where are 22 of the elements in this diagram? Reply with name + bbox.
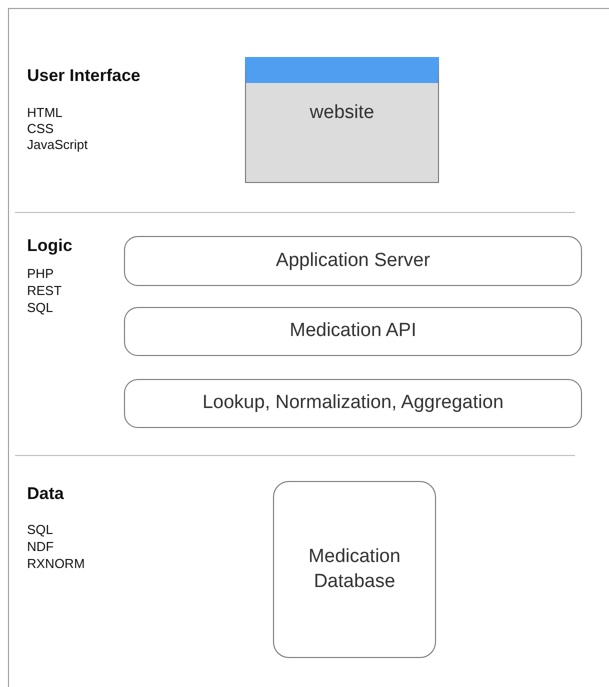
component-box <box>124 379 582 428</box>
layer-heading: Logic <box>27 236 72 256</box>
technology-label: SQL <box>27 522 54 537</box>
website-window <box>245 57 439 183</box>
layer-heading: User Interface <box>27 66 140 86</box>
node-label: Medication Database <box>308 544 402 594</box>
node-label: Lookup, Normalization, Aggregation <box>202 391 504 416</box>
node-label: website <box>310 101 374 125</box>
component-box <box>124 307 582 356</box>
technology-label: REST <box>27 283 62 298</box>
technology-label: NDF <box>27 539 54 554</box>
technology-label: HTML <box>27 105 62 120</box>
technology-label: SQL <box>27 300 54 315</box>
technology-label: JavaScript <box>27 137 88 152</box>
layer-heading: Data <box>27 484 64 504</box>
technology-label: PHP <box>27 266 54 281</box>
node-label: Application Server <box>276 248 430 273</box>
database-box <box>273 481 436 658</box>
technology-label: CSS <box>27 121 54 136</box>
node-label: Medication API <box>290 319 416 344</box>
technology-label: RXNORM <box>27 556 85 571</box>
component-box <box>124 236 582 286</box>
